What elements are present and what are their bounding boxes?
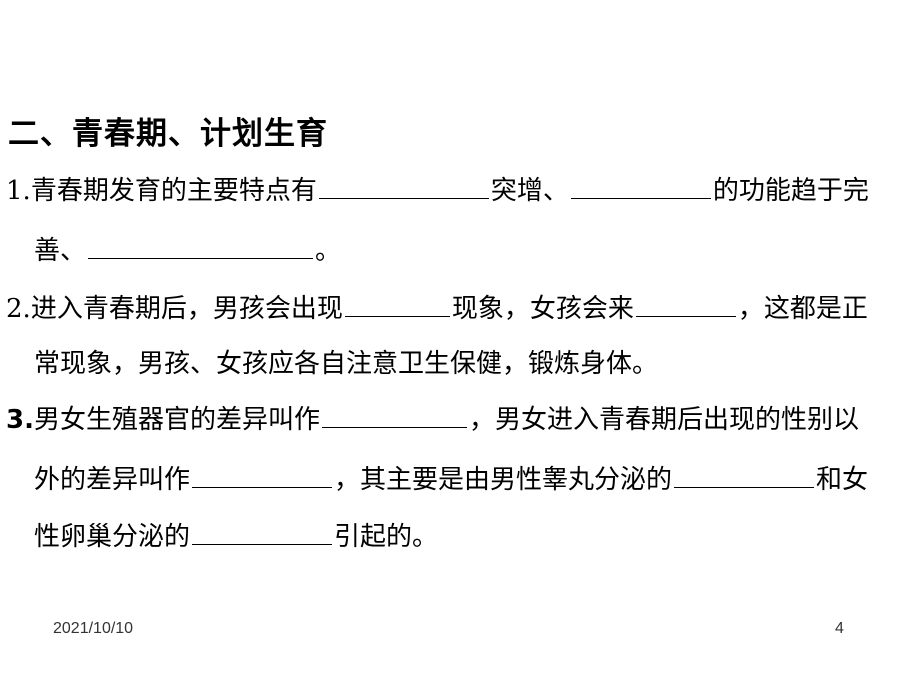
question-3-text-a: 男女生殖器官的差异叫作	[33, 405, 320, 435]
question-3-text-c: 外的差异叫作	[34, 465, 191, 495]
question-1-text-c: 的功能趋于完	[712, 176, 869, 206]
answer-blank[interactable]	[635, 290, 736, 317]
question-1-number: 1.	[6, 176, 31, 206]
question-1-text-a: 青春期发育的主要特点有	[30, 176, 317, 206]
answer-blank[interactable]	[570, 172, 711, 199]
answer-blank[interactable]	[674, 461, 815, 488]
question-2-text-b: 现象，女孩会来	[451, 294, 634, 324]
answer-blank[interactable]	[344, 290, 450, 317]
question-2-line-1: 2.进入青春期后，男孩会出现 现象，女孩会来 ，这都是正	[6, 289, 868, 329]
answer-blank[interactable]	[321, 401, 467, 428]
question-3-line-1: 3.男女生殖器官的差异叫作 ，男女进入青春期后出现的性别以	[6, 400, 859, 440]
answer-blank[interactable]	[318, 172, 489, 199]
question-1-text-d: 善、	[34, 236, 87, 266]
answer-blank[interactable]	[192, 461, 333, 488]
footer-date: 2021/10/10	[53, 620, 134, 637]
question-3-text-f: 性卵巢分泌的	[34, 522, 191, 552]
question-1-text-e: 。	[315, 236, 342, 266]
section-title: 二、青春期、计划生育	[8, 116, 328, 152]
question-1-line-2: 善、 。	[34, 231, 341, 271]
question-3-line-3: 性卵巢分泌的 引起的。	[34, 517, 438, 557]
answer-blank[interactable]	[192, 518, 333, 545]
question-1-text-b: 突增、	[490, 176, 569, 206]
page-number: 4	[835, 620, 844, 637]
question-1-line-1: 1.青春期发育的主要特点有 突增、 的功能趋于完	[6, 171, 869, 211]
answer-blank[interactable]	[88, 232, 314, 259]
question-2-text-a: 进入青春期后，男孩会出现	[30, 294, 343, 324]
question-2-number: 2.	[6, 294, 31, 324]
question-3-text-d: ，其主要是由男性睾丸分泌的	[334, 465, 673, 495]
question-3-text-g: 引起的。	[334, 522, 439, 552]
question-3-number: 3.	[6, 405, 34, 435]
question-2-text-d: 常现象，男孩、女孩应各自注意卫生保健，锻炼身体。	[34, 349, 659, 379]
question-2-text-c: ，这都是正	[737, 294, 868, 324]
question-3-text-e: 和女	[816, 465, 869, 495]
question-3-line-2: 外的差异叫作 ，其主要是由男性睾丸分泌的 和女	[34, 460, 868, 500]
question-3-text-b: ，男女进入青春期后出现的性别以	[468, 405, 859, 435]
question-2-line-2: 常现象，男孩、女孩应各自注意卫生保健，锻炼身体。	[34, 344, 658, 384]
